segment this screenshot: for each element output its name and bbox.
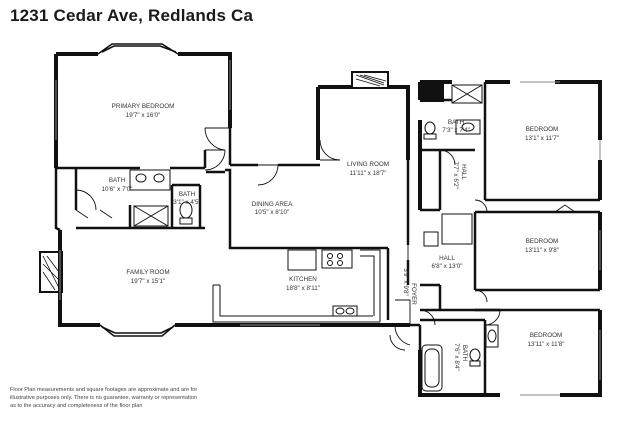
room-name-dining-area: DINING AREA [252, 201, 293, 208]
room-name-kitchen: KITCHEN [289, 276, 317, 283]
room-dims-living-room: 11'11" x 18'7" [349, 170, 386, 177]
floor-plan-disclaimer: Floor Plan measurements and square foota… [10, 386, 245, 410]
room-name-hall-lower: HALL [439, 255, 455, 262]
room-name-family-room: FAMILY ROOM [126, 269, 169, 276]
room-name-bedroom-2: BEDROOM [526, 238, 559, 245]
bath-fixtures [129, 84, 499, 392]
room-dims-hall-vertical: 7'7" x 6'2" [452, 161, 459, 189]
room-dims-bath-upper: 7'3" x 7'4" [442, 127, 470, 134]
room-name-primary-bedroom: PRIMARY BEDROOM [112, 103, 175, 110]
room-dims-bath-small: 3'1" x 4'5" [173, 199, 201, 206]
room-name-bedroom-3: BEDROOM [530, 332, 563, 339]
room-dims-primary-bedroom: 19'7" x 16'0" [126, 112, 161, 119]
disclaimer-line-1: Floor Plan measurements and square foota… [10, 387, 198, 393]
room-dims-hall-lower: 6'8" x 13'0" [431, 263, 462, 270]
room-name-hall-vertical: HALL [460, 164, 467, 180]
room-name-bath-upper: BATH [448, 119, 465, 126]
disclaimer-line-2: illustrative purposes only. There is no … [10, 395, 197, 401]
room-dims-foyer: 3'9" x 9'8" [402, 268, 409, 296]
room-dims-bedroom-1: 13'1" x 11'7" [525, 135, 559, 142]
doors [75, 127, 576, 351]
room-name-bedroom-1: BEDROOM [526, 126, 559, 133]
room-dims-dining-area: 10'5" x 8'10" [255, 209, 290, 216]
room-dims-bath-lower: 7'6" x 8'4" [453, 343, 460, 371]
room-name-bath-small: BATH [179, 191, 196, 198]
room-dims-family-room: 19'7" x 15'1" [131, 278, 166, 285]
room-dims-bedroom-3: 13'11" x 11'8" [527, 341, 564, 348]
room-name-living-room: LIVING ROOM [347, 161, 389, 168]
bay-windows [97, 43, 179, 337]
interior-walls [54, 82, 600, 395]
kitchen-counters [212, 249, 381, 323]
fireplace-icon [39, 71, 444, 293]
room-dims-kitchen: 18'8" x 8'11" [286, 285, 320, 292]
room-name-foyer: FOYER [410, 283, 417, 305]
disclaimer-line-3: as to the accuracy and completeness of t… [10, 403, 143, 409]
page-title: 1231 Cedar Ave, Redlands Ca [10, 6, 254, 25]
room-labels: PRIMARY BEDROOM 19'7" x 16'0" BATH 10'6"… [101, 103, 564, 371]
room-dims-bedroom-2: 13'11" x 9'8" [525, 247, 559, 254]
room-name-bath-lower: BATH [461, 345, 468, 362]
windows [55, 60, 601, 396]
room-dims-bath-primary: 10'6" x 7'0" [101, 186, 132, 193]
room-name-bath-primary: BATH [109, 177, 126, 184]
